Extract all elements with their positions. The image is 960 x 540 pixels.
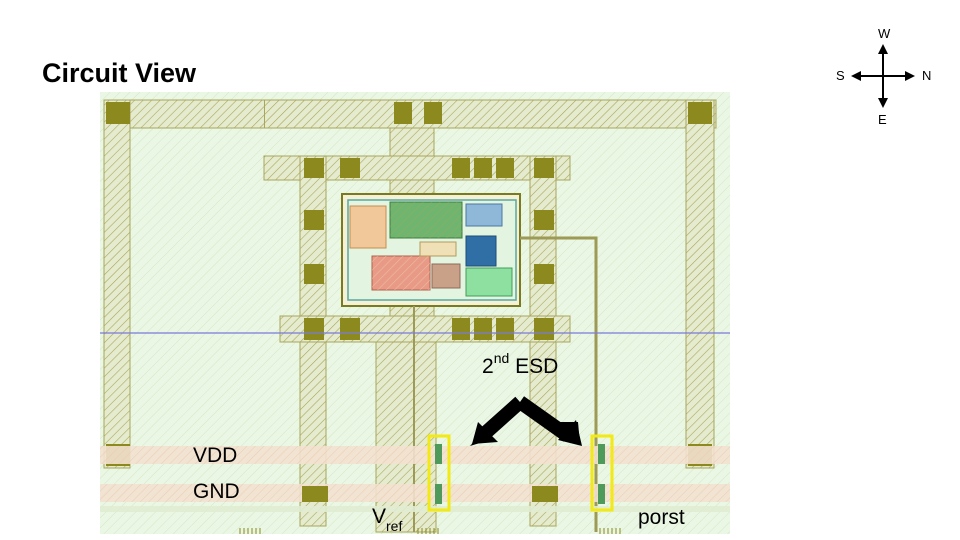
esd-number: 2 [482, 355, 494, 378]
core-module [465, 203, 503, 227]
compass-label-right: N [922, 68, 932, 83]
esd-highlight-box-porst [590, 434, 614, 512]
vref-label: Vref [372, 505, 402, 534]
core-module [419, 241, 457, 257]
pad [304, 158, 324, 178]
compass-label-top: W [878, 26, 891, 41]
esd-arrows-icon [470, 396, 582, 446]
pad [340, 158, 360, 178]
pad [532, 486, 558, 502]
pad [534, 210, 554, 230]
esd-label: 2nd ESD [482, 350, 558, 379]
esd-device [435, 484, 442, 504]
pad [452, 318, 470, 340]
pad [304, 210, 324, 230]
pad [424, 102, 442, 124]
porst-label: porst [638, 506, 685, 529]
pad [452, 158, 470, 178]
vref-main-text: V [372, 505, 387, 528]
pad [394, 102, 412, 124]
esd-device [598, 444, 605, 464]
pad [304, 264, 324, 284]
gnd-label: GND [193, 480, 240, 503]
core-module [431, 263, 461, 289]
chip-layout-drawing [100, 92, 730, 534]
esd-superscript: nd [493, 350, 510, 366]
core-module [349, 205, 387, 249]
core-module [465, 235, 497, 267]
compass-rose: W S N E [830, 24, 940, 134]
pad [534, 318, 554, 340]
vref-subscript: ref [386, 518, 403, 534]
esd-text: ESD [509, 355, 559, 378]
pad [534, 158, 554, 178]
pad [496, 158, 514, 178]
esd-device [435, 444, 442, 464]
page-title: Circuit View [42, 58, 197, 88]
esd-device [598, 484, 605, 504]
compass-arrows-icon [851, 44, 915, 108]
pad [534, 264, 554, 284]
core-module [465, 267, 513, 297]
porst-route [520, 236, 598, 532]
pad [340, 318, 360, 340]
compass-label-left: S [836, 68, 845, 83]
compass-label-bottom: E [878, 112, 887, 127]
esd-highlight-box-vref [427, 434, 451, 512]
pad [106, 102, 130, 124]
pad [474, 158, 492, 178]
vdd-label: VDD [193, 444, 238, 467]
bottom-ticks [239, 528, 621, 534]
pad [304, 318, 324, 340]
pad [688, 102, 712, 124]
pad [302, 486, 328, 502]
chip-layout-view [100, 92, 730, 534]
pad [474, 318, 492, 340]
pad [496, 318, 514, 340]
